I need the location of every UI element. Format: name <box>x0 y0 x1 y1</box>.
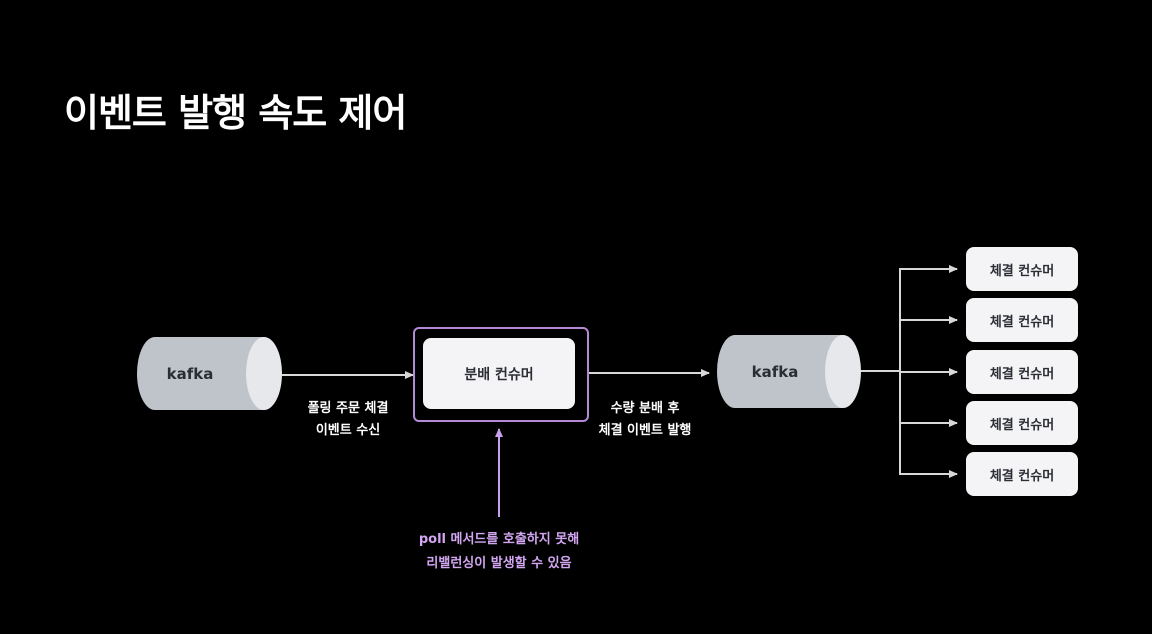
poll-edge-line2: 이벤트 수신 <box>315 423 381 438</box>
execution-consumer-node: 체결 컨슈머 <box>966 350 1078 394</box>
execution-consumer-node: 체결 컨슈머 <box>966 247 1078 291</box>
target-kafka-cylinder <box>717 335 861 408</box>
source-kafka-label: kafka <box>166 365 214 383</box>
poll-edge-label: 폴링 주문 체결 이벤트 수신 <box>248 398 448 442</box>
target-kafka-label: kafka <box>751 363 799 381</box>
execution-consumer-node: 체결 컨슈머 <box>966 452 1078 496</box>
warning-line1: poll 메서드를 호출하지 못해 <box>418 532 580 547</box>
execution-consumer-node: 체결 컨슈머 <box>966 298 1078 342</box>
publish-edge-line1: 수량 분배 후 <box>610 401 680 416</box>
page-title: 이벤트 발행 속도 제어 <box>64 91 407 135</box>
publish-edge-label: 수량 분배 후 체결 이벤트 발행 <box>545 398 745 442</box>
publish-edge-line2: 체결 이벤트 발행 <box>598 423 692 438</box>
poll-edge-line1: 폴링 주문 체결 <box>307 401 389 416</box>
rebalance-warning: poll 메서드를 호출하지 못해 리밸런싱이 발생할 수 있음 <box>369 528 629 576</box>
source-kafka-cylinder <box>137 337 282 410</box>
execution-consumer-node: 체결 컨슈머 <box>966 401 1078 445</box>
warning-line2: 리밸런싱이 발생할 수 있음 <box>426 556 572 571</box>
distributor-consumer-node: 분배 컨슈머 <box>423 338 575 409</box>
distributor-highlight <box>413 327 589 422</box>
